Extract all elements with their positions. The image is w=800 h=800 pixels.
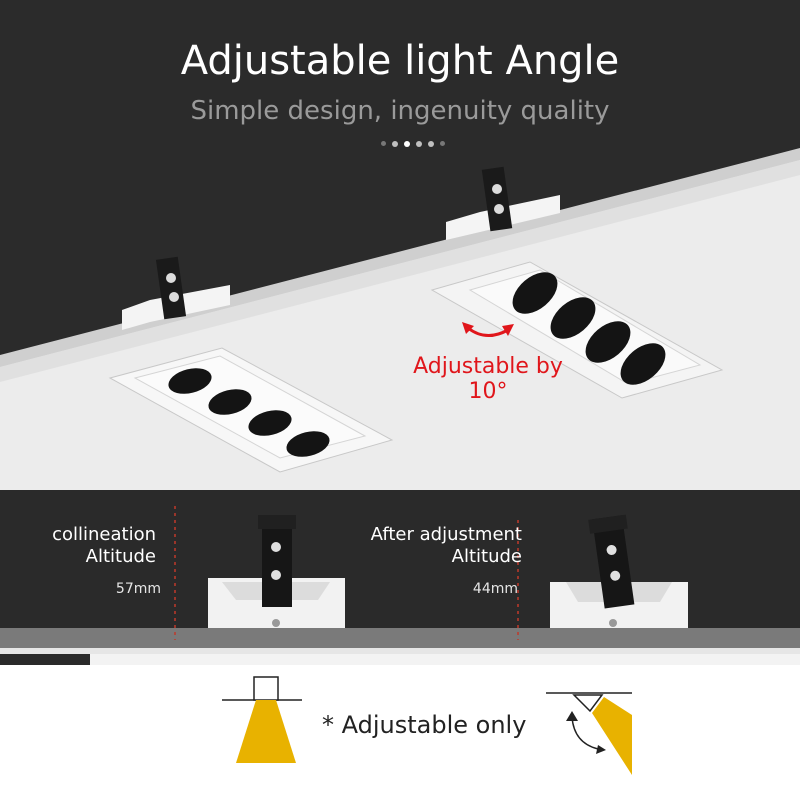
collinear-fixture-side-view — [208, 515, 345, 628]
collinear-label-line1: collineation — [52, 524, 156, 545]
beam-legend-drawing — [222, 676, 632, 775]
adjust-angle-label: Adjustable by 10° — [388, 354, 588, 404]
straight-beam-icon — [222, 676, 302, 763]
collinear-altitude-value: 57mm — [115, 581, 161, 597]
adjusted-label: After adjustment Altitude — [300, 524, 522, 568]
carousel-dots — [381, 141, 451, 149]
comparison-drawing — [0, 506, 800, 665]
adjust-angle-label-line2: 10° — [468, 379, 508, 404]
hero-product-scene — [0, 148, 800, 490]
carousel-dot — [416, 141, 422, 147]
right-mount-bracket — [446, 166, 560, 240]
left-mount-bracket — [122, 256, 230, 330]
collinear-label: collineation Altitude — [0, 524, 156, 568]
adjusted-fixture-side-view — [550, 514, 688, 628]
carousel-dot — [440, 141, 445, 146]
page-subtitle: Simple design, ingenuity quality — [190, 96, 610, 126]
carousel-dot — [404, 141, 410, 147]
beam-legend: * Adjustable only — [0, 665, 800, 800]
left-light-fixture — [108, 347, 394, 473]
carousel-dot — [381, 141, 386, 146]
carousel-dot — [428, 141, 434, 147]
right-light-fixture — [430, 261, 724, 399]
adjust-arrow-icon — [462, 322, 514, 337]
adjusted-label-line2: Altitude — [451, 546, 522, 567]
adjustable-note: * Adjustable only — [322, 711, 527, 739]
page-title: Adjustable light Angle — [180, 38, 620, 84]
angled-beam-icon — [546, 692, 632, 775]
adjusted-altitude-value: 44mm — [472, 581, 518, 597]
collinear-label-line2: Altitude — [85, 546, 156, 567]
adjusted-label-line1: After adjustment — [370, 524, 522, 545]
altitude-comparison: collineation Altitude 57mm After adjustm… — [0, 490, 800, 665]
carousel-dot — [392, 141, 398, 147]
adjust-angle-label-line1: Adjustable by — [413, 354, 563, 379]
